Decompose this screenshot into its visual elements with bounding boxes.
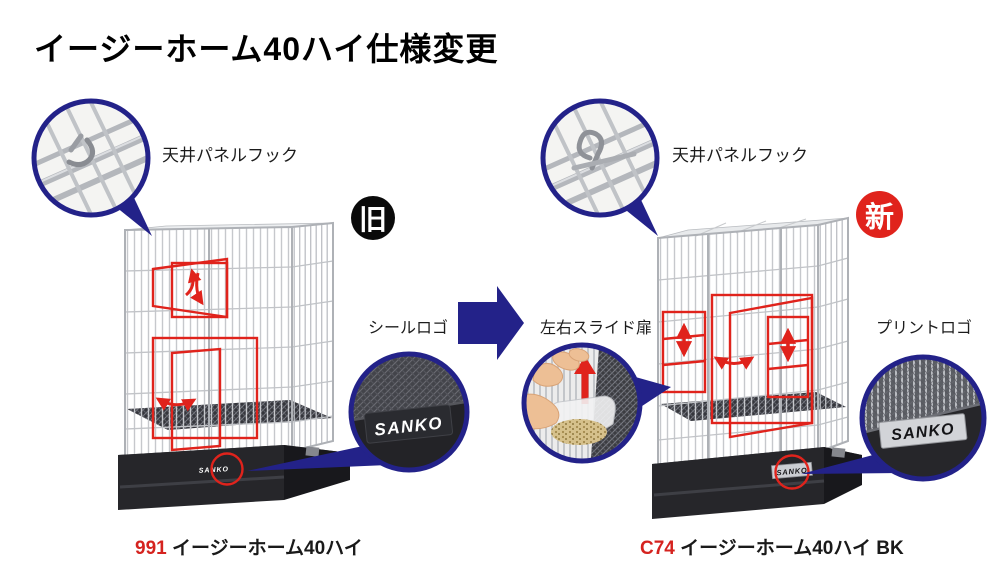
- new-caption: C74 イージーホーム40ハイ BK: [640, 533, 904, 560]
- new-cage-illustration: SANKO: [652, 216, 862, 519]
- new-base-logo-plate: SANKO: [771, 461, 813, 480]
- old-hook-callout: [31, 98, 151, 218]
- old-door-annotations: [151, 257, 259, 452]
- old-logo-callout-tail: [247, 446, 388, 471]
- new-base-logo-text: SANKO: [776, 466, 808, 478]
- old-caption-name: イージーホーム40ハイ: [171, 538, 363, 559]
- new-version-badge: 新: [856, 191, 903, 238]
- loop-hook-icon: [576, 129, 604, 171]
- hook-icon: [66, 137, 95, 168]
- slide-door-label: 左右スライド扉: [540, 320, 653, 337]
- old-caption: 991 イージーホーム40ハイ: [135, 533, 363, 560]
- new-logo-label: プリントロゴ: [876, 320, 973, 337]
- old-caption-code: 991: [135, 538, 167, 559]
- slide-door-callout: [521, 342, 643, 464]
- old-logo-label: シールロゴ: [368, 320, 449, 337]
- new-logo-callout-tail: [801, 455, 897, 474]
- new-caption-name: イージーホーム40ハイ BK: [680, 538, 904, 559]
- old-base-logo-highlight-circle: [210, 452, 244, 486]
- new-logo-callout: SANKO: [859, 354, 987, 482]
- new-base-logo-highlight-circle: [774, 454, 810, 490]
- change-arrow: [458, 286, 524, 360]
- new-door-annotations: [661, 293, 814, 439]
- new-caption-code: C74: [640, 538, 675, 559]
- old-base-logo-text: SANKO: [199, 466, 230, 475]
- new-hook-label: 天井パネルフック: [672, 146, 808, 165]
- new-logo-text: SANKO: [890, 421, 955, 445]
- new-hook-callout: [540, 98, 660, 218]
- old-version-badge: 旧: [351, 196, 395, 240]
- page-title: イージーホーム40ハイ仕様変更: [34, 31, 499, 67]
- old-cage-illustration: SANKO: [118, 221, 350, 510]
- old-hook-label: 天井パネルフック: [162, 146, 298, 165]
- old-logo-callout: SANKO: [348, 351, 470, 473]
